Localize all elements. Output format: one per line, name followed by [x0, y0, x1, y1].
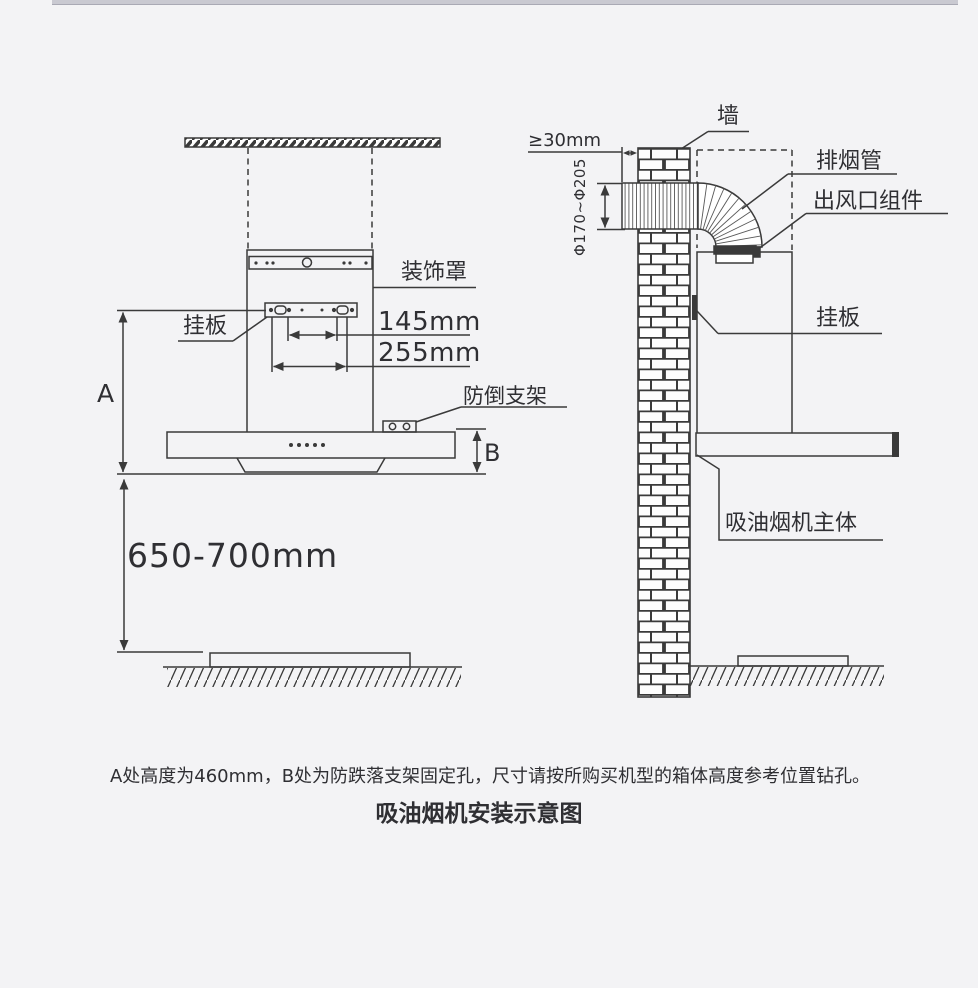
dim-b-label: B — [484, 439, 501, 467]
left-diagram — [117, 137, 567, 687]
hood-front-edge — [892, 432, 899, 457]
hood-body-leader — [696, 454, 883, 541]
anti-tip-bracket — [382, 420, 417, 433]
right-diagram — [528, 130, 948, 698]
hanging-plate-label-left: 挂板 — [182, 314, 227, 339]
top-separator-bar — [52, 0, 958, 5]
hanging-plate-bracket — [264, 302, 358, 318]
upper-mounting-strip — [248, 255, 373, 270]
installation-note: A处高度为460mm，B处为防跌落支架固定孔，尺寸请按所购买机型的箱体高度参考位… — [109, 766, 871, 787]
ceiling-hatch — [184, 137, 441, 148]
flue-side — [696, 251, 793, 433]
hood-main-body-label: 吸油烟机主体 — [725, 511, 858, 536]
diagram-title: 吸油烟机安装示意图 — [375, 801, 583, 827]
hood-body-front — [166, 431, 456, 459]
decorative-cover-label: 装饰罩 — [400, 260, 467, 285]
dashed-flue-outline — [696, 149, 793, 250]
outlet-assembly-label: 出风口组件 — [813, 189, 924, 214]
brick-wall — [637, 147, 691, 698]
anti-tip-bracket-label: 防倒支架 — [463, 384, 547, 408]
hanging-plate-label-right: 挂板 — [816, 306, 861, 331]
exhaust-pipe-label: 排烟管 — [816, 149, 883, 174]
dim-a-label: A — [97, 379, 115, 408]
dim-height-range-label: 650-700mm — [127, 536, 339, 575]
outlet-box — [715, 253, 754, 264]
diameter-dim-label: Φ170~Φ205 — [571, 158, 589, 256]
wall-label: 墙 — [716, 104, 739, 129]
wall-hanging-plate — [692, 295, 697, 320]
outlet-flange — [713, 245, 757, 255]
ground-hatch-left — [167, 668, 461, 687]
outlet-end-cap — [752, 246, 761, 258]
dim-255-label: 255mm — [378, 338, 481, 368]
cooktop-right — [737, 655, 849, 667]
cooktop-left — [209, 652, 411, 668]
decorative-cover-outline — [246, 249, 374, 432]
hood-body-side — [695, 432, 899, 457]
gap-30-label: ≥30mm — [528, 130, 602, 151]
exhaust-duct-tube — [621, 182, 699, 230]
hood-funnel — [236, 457, 386, 473]
gap-30-arrows — [623, 150, 637, 156]
dim-145-label: 145mm — [378, 307, 481, 337]
ground-hatch-right — [690, 667, 884, 686]
